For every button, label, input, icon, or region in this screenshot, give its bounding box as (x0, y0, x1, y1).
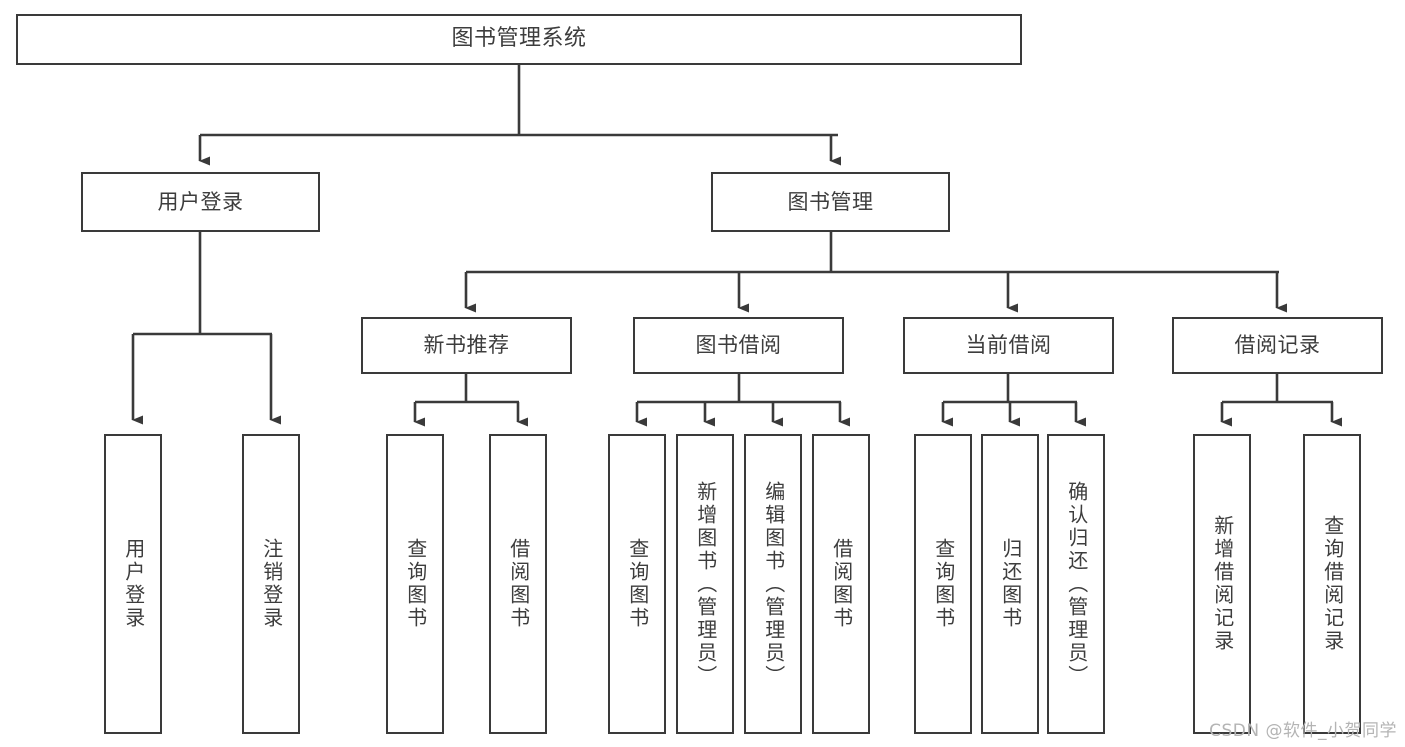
edges-new-book-to-leaves (413, 373, 528, 427)
node-leaf-query-book-borrow-label: 查询图书 (625, 538, 650, 630)
watermark-text: CSDN @软件_小贺同学 (1209, 721, 1397, 741)
node-root-label: 图书管理系统 (451, 26, 587, 52)
node-book-management[interactable]: 图书管理 (711, 172, 950, 232)
node-leaf-logout[interactable]: 注销登录 (242, 434, 300, 734)
node-leaf-query-borrow-record-label: 查询借阅记录 (1320, 515, 1345, 653)
node-leaf-query-book-current-label: 查询图书 (931, 538, 956, 630)
edges-borrow-record-to-leaves (1220, 373, 1342, 427)
node-book-management-label: 图书管理 (787, 189, 874, 214)
node-leaf-confirm-return-admin-label: 确认归还（管理员） (1064, 480, 1089, 688)
edges-current-borrow-to-leaves (941, 373, 1086, 427)
node-leaf-user-login-label: 用户登录 (121, 538, 146, 630)
node-user-login[interactable]: 用户登录 (81, 172, 320, 232)
node-leaf-borrow-book-recommend-label: 借阅图书 (506, 538, 531, 630)
node-leaf-return-book[interactable]: 归还图书 (981, 434, 1039, 734)
node-user-login-label: 用户登录 (157, 189, 244, 214)
node-leaf-borrow-book-label: 借阅图书 (829, 538, 854, 630)
node-leaf-query-book-current[interactable]: 查询图书 (914, 434, 972, 734)
node-book-borrow-label: 图书借阅 (695, 333, 782, 358)
node-leaf-add-borrow-record[interactable]: 新增借阅记录 (1193, 434, 1251, 734)
node-leaf-add-book-admin-label: 新增图书（管理员） (693, 480, 718, 688)
node-leaf-borrow-book[interactable]: 借阅图书 (812, 434, 870, 734)
node-leaf-logout-label: 注销登录 (259, 538, 284, 630)
node-leaf-add-book-admin[interactable]: 新增图书（管理员） (676, 434, 734, 734)
node-leaf-edit-book-admin-label: 编辑图书（管理员） (761, 480, 786, 688)
node-leaf-query-book-recommend[interactable]: 查询图书 (386, 434, 444, 734)
node-current-borrow[interactable]: 当前借阅 (903, 317, 1114, 374)
edges-book-mgmt-to-level2 (464, 231, 1287, 313)
node-new-book-recommend[interactable]: 新书推荐 (361, 317, 572, 374)
node-root-book-management-system[interactable]: 图书管理系统 (16, 14, 1022, 65)
node-leaf-borrow-book-recommend[interactable]: 借阅图书 (489, 434, 547, 734)
node-borrow-record-label: 借阅记录 (1234, 333, 1321, 358)
edges-user-login-to-leaves (131, 231, 281, 425)
node-leaf-query-borrow-record[interactable]: 查询借阅记录 (1303, 434, 1361, 734)
node-leaf-query-book-recommend-label: 查询图书 (403, 538, 428, 630)
node-leaf-query-book-borrow[interactable]: 查询图书 (608, 434, 666, 734)
node-leaf-return-book-label: 归还图书 (998, 538, 1023, 630)
node-current-borrow-label: 当前借阅 (965, 333, 1052, 358)
node-leaf-user-login[interactable]: 用户登录 (104, 434, 162, 734)
node-book-borrow[interactable]: 图书借阅 (633, 317, 844, 374)
node-leaf-add-borrow-record-label: 新增借阅记录 (1210, 515, 1235, 653)
node-leaf-confirm-return-admin[interactable]: 确认归还（管理员） (1047, 434, 1105, 734)
node-leaf-edit-book-admin[interactable]: 编辑图书（管理员） (744, 434, 802, 734)
edges-book-borrow-to-leaves (635, 373, 850, 427)
edges-root-to-level1 (198, 64, 841, 166)
node-borrow-record[interactable]: 借阅记录 (1172, 317, 1383, 374)
node-new-book-recommend-label: 新书推荐 (423, 333, 510, 358)
